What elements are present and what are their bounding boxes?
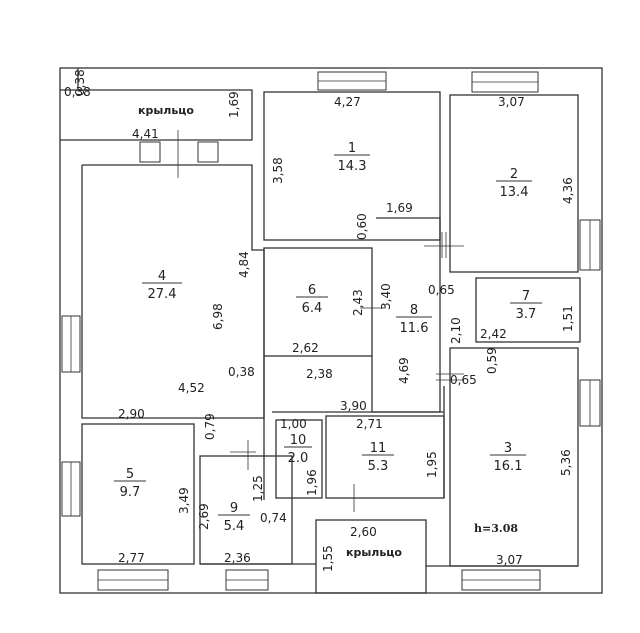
dim-label: 2,42 — [480, 327, 507, 341]
dim-label: 0,38 — [73, 69, 87, 96]
room-9-outline — [199, 455, 293, 565]
dim-label: 0,65 — [450, 373, 477, 387]
dim-label: 0,38 — [64, 85, 91, 99]
dim-label: 5,36 — [559, 449, 573, 476]
dim-label: 2,69 — [197, 503, 211, 530]
dim-label: 0,79 — [203, 413, 217, 440]
room-2-outline — [449, 94, 579, 273]
room-9-number: 9 — [230, 501, 238, 516]
room-3-area: 16.1 — [494, 459, 523, 474]
dim-label: 1,69 — [386, 201, 413, 215]
window — [197, 141, 219, 163]
room-4-number: 4 — [158, 269, 166, 284]
dim-label: 3,40 — [379, 283, 393, 310]
dim-label: 2,43 — [351, 289, 365, 316]
dim-label: 3,07 — [496, 553, 523, 567]
dim-label: 4,36 — [561, 177, 575, 204]
dim-label: 0,59 — [485, 347, 499, 374]
dim-label: 4,84 — [237, 251, 251, 278]
window — [139, 141, 161, 163]
room-6-outline — [263, 247, 373, 357]
dim-label: 1,55 — [321, 545, 335, 572]
height-label: h=3.08 — [474, 522, 518, 535]
porch-bottom-outline — [315, 519, 427, 594]
porch-top-outline — [60, 89, 253, 141]
dim-label: 2,60 — [350, 525, 377, 539]
dim-label: 2,77 — [118, 551, 145, 565]
room-5-area: 9.7 — [120, 485, 141, 500]
dim-label: 2,38 — [306, 367, 333, 381]
porch-top-label: крыльцо — [138, 104, 194, 117]
dim-label: 1,96 — [305, 469, 319, 496]
room-10-number: 10 — [290, 433, 307, 448]
room-1-area: 14.3 — [338, 159, 367, 174]
room-8-number: 8 — [410, 303, 418, 318]
room-11-number: 11 — [370, 441, 387, 456]
dim-label: 1,95 — [425, 451, 439, 478]
dim-label: 2,10 — [449, 317, 463, 344]
room-7-number: 7 — [522, 289, 530, 304]
dim-label: 1,51 — [561, 305, 575, 332]
dim-label: 0,65 — [428, 283, 455, 297]
dim-label: 6,98 — [211, 303, 225, 330]
dim-label: 0,74 — [260, 511, 287, 525]
dim-label: 3,07 — [498, 95, 525, 109]
dim-label: 3,49 — [177, 487, 191, 514]
room-6-area: 6.4 — [302, 301, 323, 316]
room-8-area: 11.6 — [400, 321, 429, 336]
dim-label: 4,52 — [178, 381, 205, 395]
room-5-number: 5 — [126, 467, 134, 482]
dim-label: 2,36 — [224, 551, 251, 565]
room-3-number: 3 — [504, 441, 512, 456]
room-7-outline — [475, 277, 581, 343]
dim-label: 4,41 — [132, 127, 159, 141]
dim-label: 3,90 — [340, 399, 367, 413]
room-1-number: 1 — [348, 141, 356, 156]
dim-label: 1,69 — [227, 91, 241, 118]
dim-label: 3,58 — [271, 157, 285, 184]
dim-label: 4,69 — [397, 357, 411, 384]
room-7-area: 3.7 — [516, 307, 537, 322]
dim-label: 2,90 — [118, 407, 145, 421]
room-1-outline — [263, 91, 441, 241]
room-10-area: 2.0 — [288, 451, 309, 466]
room-11-area: 5.3 — [368, 459, 389, 474]
dim-label: 1,00 — [280, 417, 307, 431]
dim-label: 2,71 — [356, 417, 383, 431]
dim-label: 0,60 — [355, 213, 369, 240]
dim-label: 2,62 — [292, 341, 319, 355]
room-2-number: 2 — [510, 167, 518, 182]
room-10-outline — [275, 419, 323, 499]
dim-label: 4,27 — [334, 95, 361, 109]
room-4-area: 27.4 — [148, 287, 177, 302]
room-6-number: 6 — [308, 283, 316, 298]
room-2-area: 13.4 — [500, 185, 529, 200]
porch-bottom-label: крыльцо — [346, 546, 402, 559]
dim-label: 1,25 — [251, 475, 265, 502]
room-5-outline — [81, 423, 195, 565]
room-9-area: 5.4 — [224, 519, 245, 534]
dim-label: 0,38 — [228, 365, 255, 379]
